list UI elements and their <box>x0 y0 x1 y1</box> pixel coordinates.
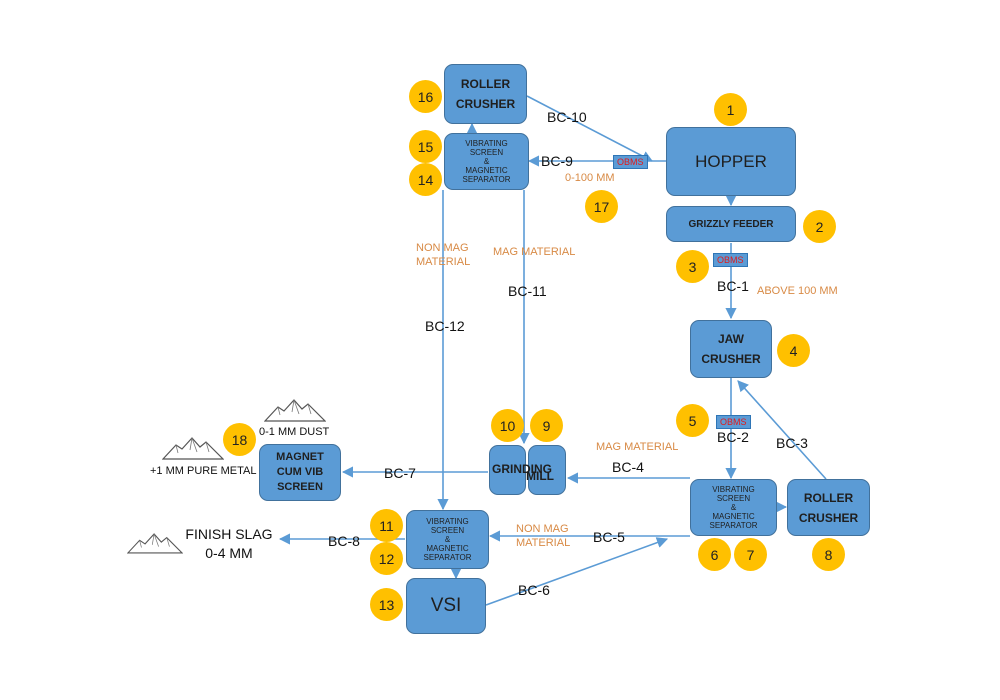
stockpile-finish-slag-icon <box>127 533 183 554</box>
conveyor-label-bc10: BC-10 <box>547 109 587 125</box>
mag-material-top-note: MAG MATERIAL <box>493 246 576 258</box>
vsi-box: VSI <box>406 578 486 634</box>
badge-15: 15 <box>409 130 442 163</box>
dust-product-label: 0-1 MM DUST <box>259 426 330 438</box>
badge-2: 2 <box>803 210 836 243</box>
conveyor-label-bc7: BC-7 <box>384 465 416 481</box>
stockpile-dust-icon <box>264 399 326 422</box>
roller-crusher-right-label: ROLLER CRUSHER <box>798 490 859 525</box>
conveyor-label-bc12: BC-12 <box>425 318 465 334</box>
badge-6: 6 <box>698 538 731 571</box>
conveyor-label-bc9: BC-9 <box>541 153 573 169</box>
conveyor-label-bc4: BC-4 <box>612 459 644 475</box>
badge-5: 5 <box>676 404 709 437</box>
conveyor-label-bc5: BC-5 <box>593 529 625 545</box>
badge-13: 13 <box>370 588 403 621</box>
badge-17: 17 <box>585 190 618 223</box>
mill-label: MILL <box>526 469 554 483</box>
magnet-screen-label: MAGNET CUM VIB SCREEN <box>276 451 324 493</box>
size-note-above-100: ABOVE 100 MM <box>757 285 838 297</box>
vibrating-screen-right-box: VIBRATING SCREEN & MAGNETIC SEPARATOR <box>690 479 777 536</box>
grinding-label: GRINDING <box>492 462 552 476</box>
obms-tag-3: OBMS <box>713 253 748 267</box>
badge-1: 1 <box>714 93 747 126</box>
arrow-bc3 <box>737 380 827 480</box>
badge-12: 12 <box>370 542 403 575</box>
badge-9: 9 <box>530 409 563 442</box>
arrow-bc10 <box>526 95 653 162</box>
badge-14: 14 <box>409 163 442 196</box>
badge-11: 11 <box>370 509 403 542</box>
pure-metal-product-label: +1 MM PURE METAL <box>150 465 257 477</box>
hopper-box: HOPPER <box>666 127 796 196</box>
vsi-label: VSI <box>430 595 462 616</box>
stockpile-pure-metal-icon <box>162 437 224 460</box>
finish-slag-size: 0-4 MM <box>205 545 253 561</box>
roller-crusher-top-label: ROLLER CRUSHER <box>455 77 516 111</box>
vibrating-screen-right-label: VIBRATING SCREEN & MAGNETIC SEPARATOR <box>709 485 758 530</box>
arrow-bc6 <box>485 537 669 606</box>
mill-box: MILL <box>526 445 566 495</box>
vibrating-screen-bottom-label: VIBRATING SCREEN & MAGNETIC SEPARATOR <box>423 517 472 562</box>
grinding-box: GRINDING <box>489 445 552 495</box>
badge-3: 3 <box>676 250 709 283</box>
badge-10: 10 <box>491 409 524 442</box>
badge-4: 4 <box>777 334 810 367</box>
hopper-label: HOPPER <box>695 151 767 171</box>
grizzly-feeder-box: GRIZZLY FEEDER <box>666 206 796 242</box>
roller-crusher-right-box: ROLLER CRUSHER <box>787 479 870 536</box>
finish-slag-title: FINISH SLAG <box>185 526 273 542</box>
vibrating-screen-top-box: VIBRATING SCREEN & MAGNETIC SEPARATOR <box>444 133 529 190</box>
magnet-screen-box: MAGNET CUM VIB SCREEN <box>259 444 341 501</box>
badge-8: 8 <box>812 538 845 571</box>
jaw-crusher-label: JAW CRUSHER <box>701 332 761 366</box>
badge-16: 16 <box>409 80 442 113</box>
conveyor-label-bc1: BC-1 <box>717 278 749 294</box>
vibrating-screen-top-label: VIBRATING SCREEN & MAGNETIC SEPARATOR <box>462 139 511 184</box>
vibrating-screen-bottom-box: VIBRATING SCREEN & MAGNETIC SEPARATOR <box>406 510 489 569</box>
non-mag-material-top-note: NON MAG MATERIAL <box>416 242 471 268</box>
badge-7: 7 <box>734 538 767 571</box>
jaw-crusher-box: JAW CRUSHER <box>690 320 772 378</box>
conveyor-label-bc3: BC-3 <box>776 435 808 451</box>
finish-slag-label: FINISH SLAG 0-4 MM <box>183 525 275 563</box>
grizzly-feeder-label: GRIZZLY FEEDER <box>688 218 774 230</box>
badge-18: 18 <box>223 423 256 456</box>
size-note-0-100: 0-100 MM <box>565 172 615 184</box>
conveyor-label-bc8: BC-8 <box>328 533 360 549</box>
obms-tag-5: OBMS <box>716 415 751 429</box>
roller-crusher-top-box: ROLLER CRUSHER <box>444 64 527 124</box>
obms-tag-17: OBMS <box>613 155 648 169</box>
non-mag-material-bottom-note: NON MAG MATERIAL <box>516 523 571 549</box>
mag-material-right-note: MAG MATERIAL <box>596 441 679 453</box>
conveyor-label-bc11: BC-11 <box>508 283 547 299</box>
conveyor-label-bc6: BC-6 <box>518 582 550 598</box>
conveyor-label-bc2: BC-2 <box>717 429 749 445</box>
